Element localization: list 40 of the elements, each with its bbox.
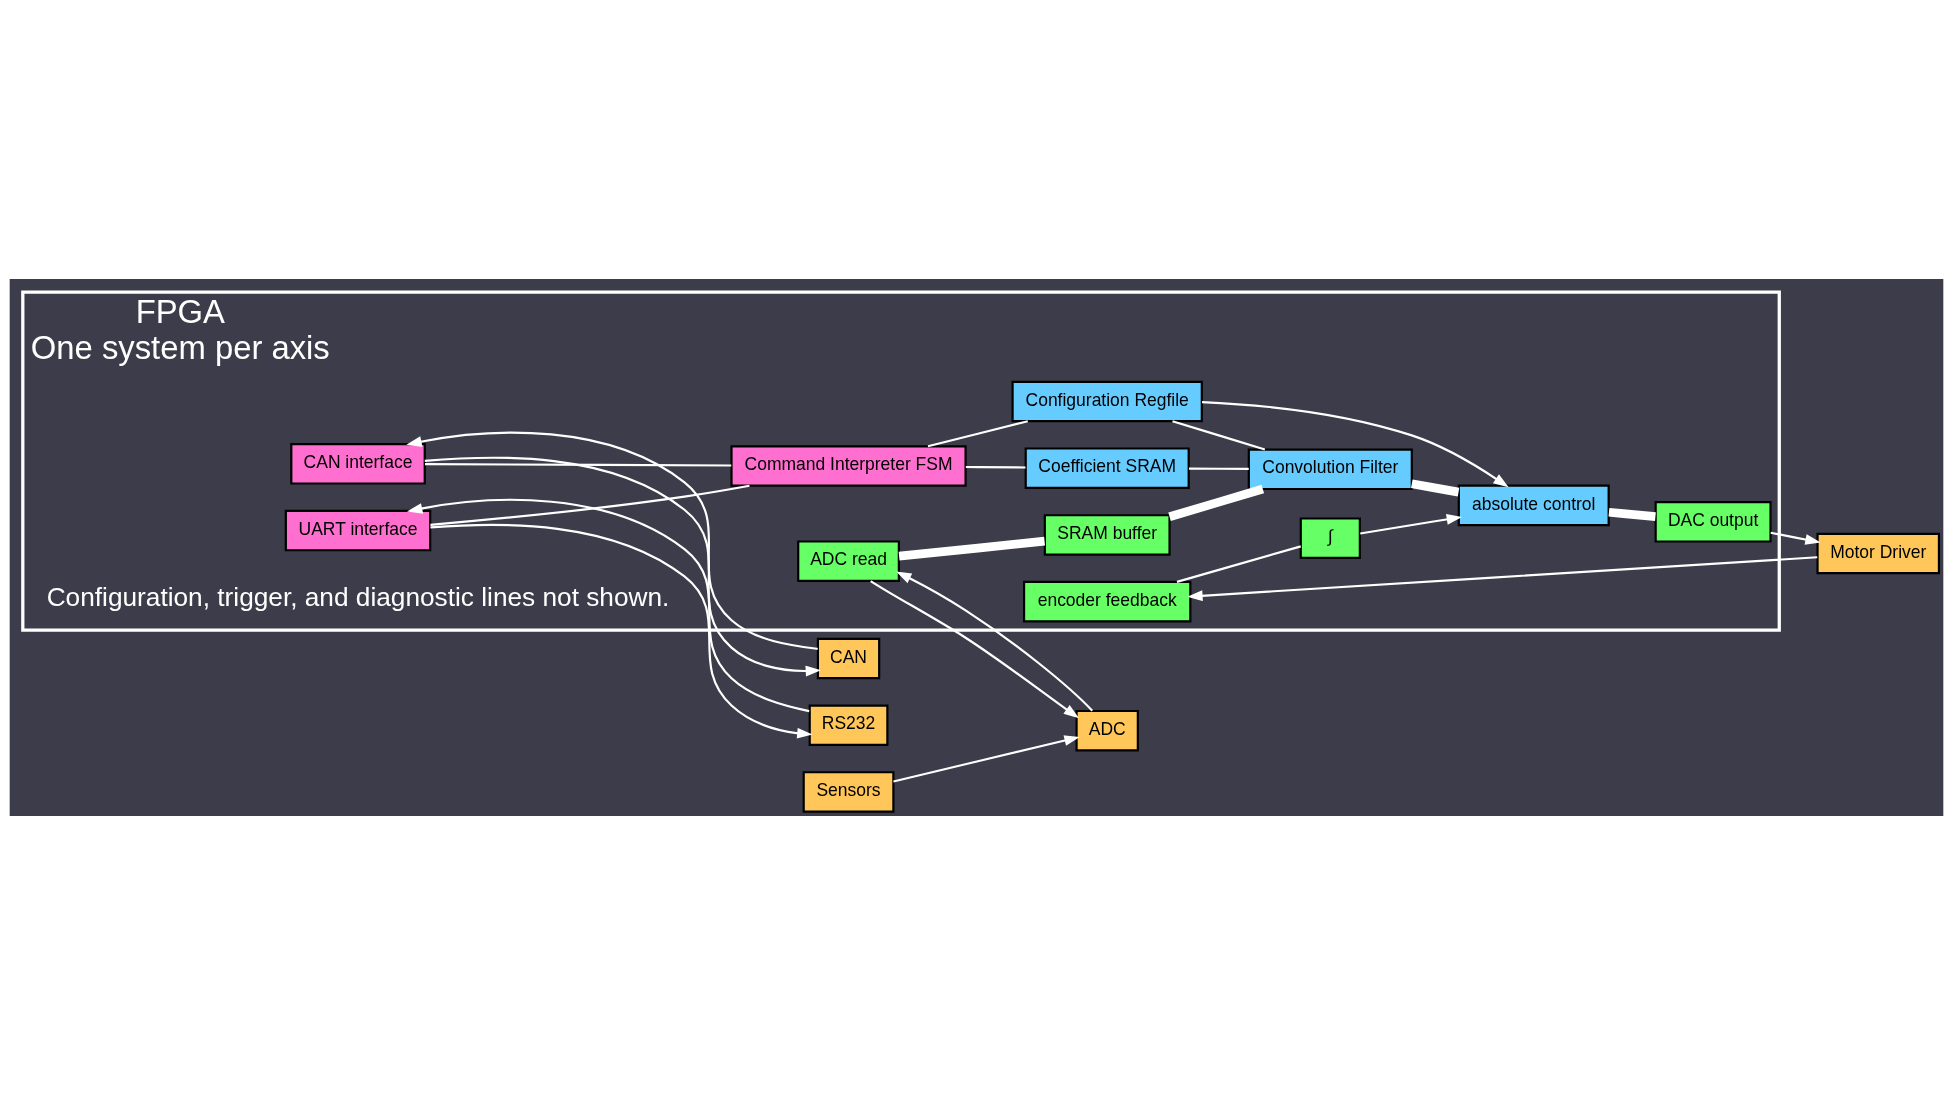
node-box: Configuration Regfile bbox=[1011, 380, 1203, 423]
connector bbox=[898, 536, 1046, 561]
connector bbox=[1411, 479, 1460, 497]
arrow bbox=[424, 456, 821, 677]
node-box: encoder feedback bbox=[1023, 580, 1192, 623]
connector bbox=[1168, 484, 1265, 521]
arrow bbox=[896, 571, 1093, 712]
connector bbox=[965, 465, 1026, 469]
node-box: ADC bbox=[1075, 709, 1139, 752]
node-box: ∫ bbox=[1299, 517, 1361, 559]
arrow bbox=[430, 523, 813, 739]
node-box: Command Interpreter FSM bbox=[730, 445, 967, 487]
node-box: CAN bbox=[816, 637, 881, 680]
connector bbox=[927, 420, 1029, 448]
node-box: RS232 bbox=[808, 704, 889, 746]
connector bbox=[1608, 507, 1656, 521]
connector bbox=[1176, 545, 1302, 583]
arrow bbox=[1360, 514, 1462, 535]
arrow bbox=[893, 735, 1080, 783]
arrow bbox=[870, 580, 1080, 719]
connector bbox=[430, 484, 750, 526]
node-box: Coefficient SRAM bbox=[1024, 447, 1190, 489]
node-box: CAN interface bbox=[290, 443, 426, 485]
node-box: Motor Driver bbox=[1816, 532, 1941, 575]
connector bbox=[424, 463, 732, 467]
label: Configuration, trigger, and diagnostic lines not shown. bbox=[46, 582, 670, 613]
node-box: UART interface bbox=[284, 509, 432, 552]
connector bbox=[1188, 467, 1249, 470]
arrow bbox=[1187, 556, 1818, 602]
node-box: Convolution Filter bbox=[1247, 448, 1413, 491]
connector bbox=[1172, 420, 1266, 451]
node-box: SRAM buffer bbox=[1043, 514, 1171, 556]
arrow bbox=[406, 431, 818, 650]
node-box: DAC output bbox=[1654, 501, 1772, 543]
arrow bbox=[407, 498, 810, 713]
arrow bbox=[1770, 531, 1821, 545]
arrow bbox=[1202, 400, 1509, 488]
node-box: Sensors bbox=[802, 771, 895, 813]
node-box: ADC read bbox=[797, 540, 900, 582]
node-box: absolute control bbox=[1457, 484, 1610, 527]
